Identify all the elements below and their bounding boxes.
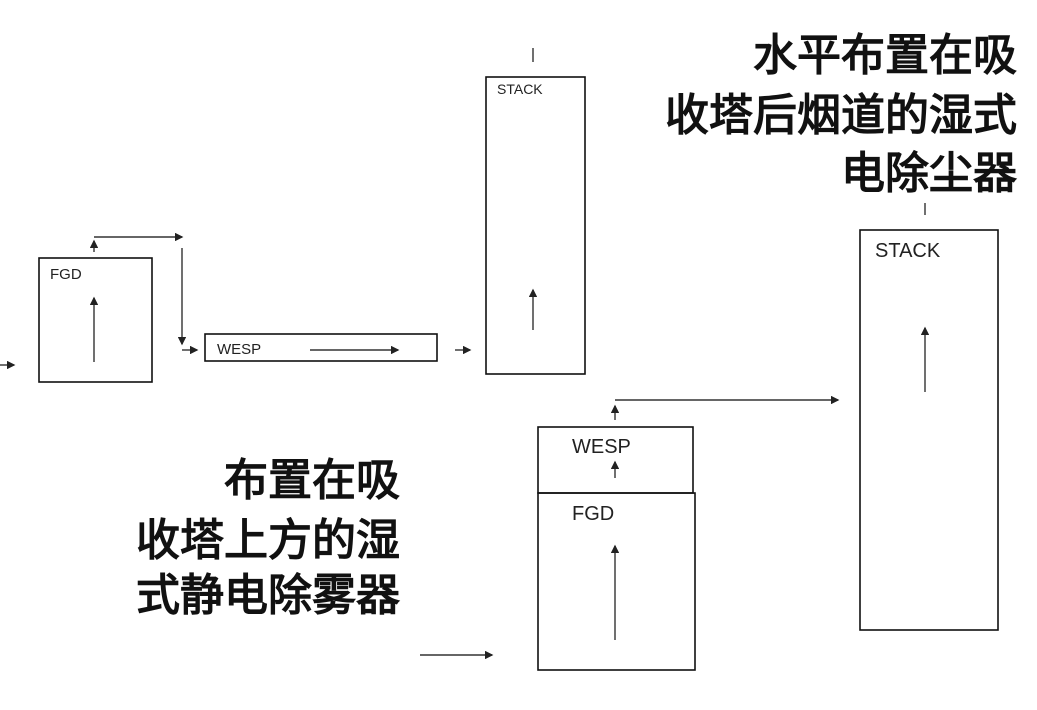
fgd-label: FGD [572, 503, 614, 525]
wesp-label: WESP [217, 341, 261, 358]
caption-line: 水平布置在吸 [753, 30, 1017, 81]
caption-line: 收塔后烟道的湿式 [665, 90, 1017, 141]
fgd-box [537, 492, 696, 671]
wesp-box [204, 333, 438, 362]
caption-line: 电除尘器 [841, 148, 1018, 199]
stack-box [859, 229, 999, 631]
stack-label: STACK [875, 240, 941, 262]
fgd-box [38, 257, 153, 383]
fgd-label: FGD [50, 266, 82, 283]
stack-box [485, 76, 586, 375]
stack-label: STACK [497, 81, 543, 97]
caption-horizontal: 水平布置在吸 收塔后烟道的湿式 电除尘器 [665, 30, 1018, 199]
caption-line: 收塔上方的湿 [136, 515, 400, 566]
left-horizontal-layout: FGD WESP STACK [0, 48, 586, 383]
wesp-label: WESP [572, 436, 631, 458]
caption-line: 式静电除雾器 [136, 570, 401, 621]
caption-vertical: 布置在吸 收塔上方的湿 式静电除雾器 [136, 455, 401, 621]
right-vertical-layout: WESP FGD STACK [420, 203, 999, 671]
caption-line: 布置在吸 [224, 455, 400, 506]
